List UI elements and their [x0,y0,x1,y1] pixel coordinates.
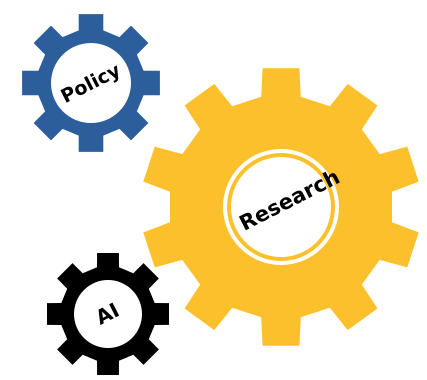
policy-gear: Policy [22,14,160,152]
research-gear-hub [223,149,339,265]
ai-gear: AI [47,253,169,375]
research-gear-ring [227,153,335,261]
research-gear: Research [143,68,419,346]
ai-gear-hub [74,280,142,348]
policy-gear-hub [51,43,131,123]
